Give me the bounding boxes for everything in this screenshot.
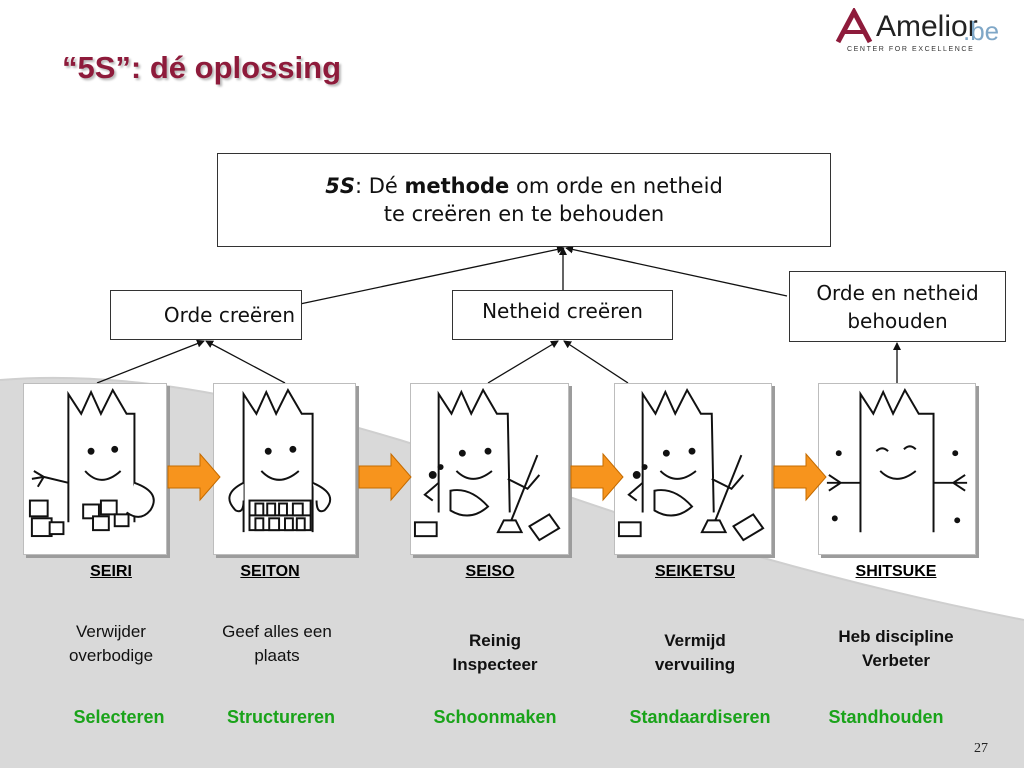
seiton-figure-card bbox=[213, 383, 356, 555]
step-description-seiso: Reinig Inspecteer bbox=[452, 631, 538, 674]
definition-text-b: om orde en netheid bbox=[509, 174, 723, 198]
step-keyword-seiton: Structureren bbox=[226, 707, 336, 727]
step-keyword-seiri: Selecteren bbox=[73, 707, 165, 727]
goal-netheid-label: Netheid creëren bbox=[482, 299, 643, 323]
5s-term: 5S bbox=[325, 174, 355, 198]
goal-box-orde: Orde creëren bbox=[110, 290, 302, 340]
seiso-figure-card bbox=[410, 383, 569, 555]
figure-disciplined-icon bbox=[826, 387, 968, 533]
definition-line-1: 5S: Dé methode om orde en netheid bbox=[325, 172, 723, 200]
flow-arrow-icon bbox=[773, 452, 827, 502]
figure-cleaning-icon bbox=[413, 387, 561, 542]
step-description-seiri: Verwijder overbodige bbox=[68, 622, 154, 665]
step-description-shitsuke: Heb discipline Verbeter bbox=[838, 627, 954, 670]
figure-cleaning-icon bbox=[617, 387, 765, 542]
step-name-seiri: SEIRI bbox=[90, 563, 132, 580]
definition-text-a: : Dé bbox=[354, 174, 405, 198]
logo-tagline: CENTER FOR EXCELLENCE bbox=[847, 46, 975, 53]
seiri-figure-card bbox=[23, 383, 167, 555]
step-description-seiketsu: Vermijd vervuiling bbox=[654, 631, 736, 674]
logo-mark-icon bbox=[835, 8, 873, 44]
goal-orde-label: Orde creëren bbox=[163, 303, 295, 327]
step-name-seiso: SEISO bbox=[465, 563, 515, 580]
figure-sorting-boxes-icon bbox=[28, 388, 155, 538]
goal-box-behouden: Orde en netheid behouden bbox=[789, 271, 1006, 342]
step-keyword-seiketsu: Standaardiseren bbox=[629, 707, 771, 727]
page-title: “5S”: dé oplossing bbox=[62, 50, 342, 85]
seiketsu-figure-card bbox=[614, 383, 772, 555]
goal-box-netheid: Netheid creëren bbox=[452, 290, 673, 340]
goal-behouden-label-1: Orde en netheid bbox=[816, 280, 979, 305]
page-number: 27 bbox=[974, 741, 988, 756]
figure-shelf-icon bbox=[228, 388, 332, 533]
flow-arrow-icon bbox=[358, 452, 412, 502]
5s-definition-box: 5S: Dé methode om orde en netheid te cre… bbox=[217, 153, 831, 247]
definition-line-2: te creëren en te behouden bbox=[383, 202, 665, 226]
definition-keyword: methode bbox=[404, 174, 510, 198]
flow-arrow-icon bbox=[167, 452, 221, 502]
logo-wordmark: Amelior bbox=[876, 10, 978, 43]
step-name-shitsuke: SHITSUKE bbox=[855, 563, 937, 580]
step-keyword-seiso: Schoonmaken bbox=[433, 707, 557, 727]
goal-behouden-label-2: behouden bbox=[847, 308, 948, 333]
step-name-seiton: SEITON bbox=[240, 563, 300, 580]
amelior-logo: Amelior .be CENTER FOR EXCELLENCE bbox=[832, 6, 1012, 58]
step-keyword-shitsuke: Standhouden bbox=[828, 707, 944, 727]
logo-domain: .be bbox=[963, 16, 1000, 46]
step-description-seiton: Geef alles een plaats bbox=[222, 622, 332, 665]
flow-arrow-icon bbox=[570, 452, 624, 502]
step-name-seiketsu: SEIKETSU bbox=[654, 563, 735, 580]
shitsuke-figure-card bbox=[818, 383, 976, 555]
